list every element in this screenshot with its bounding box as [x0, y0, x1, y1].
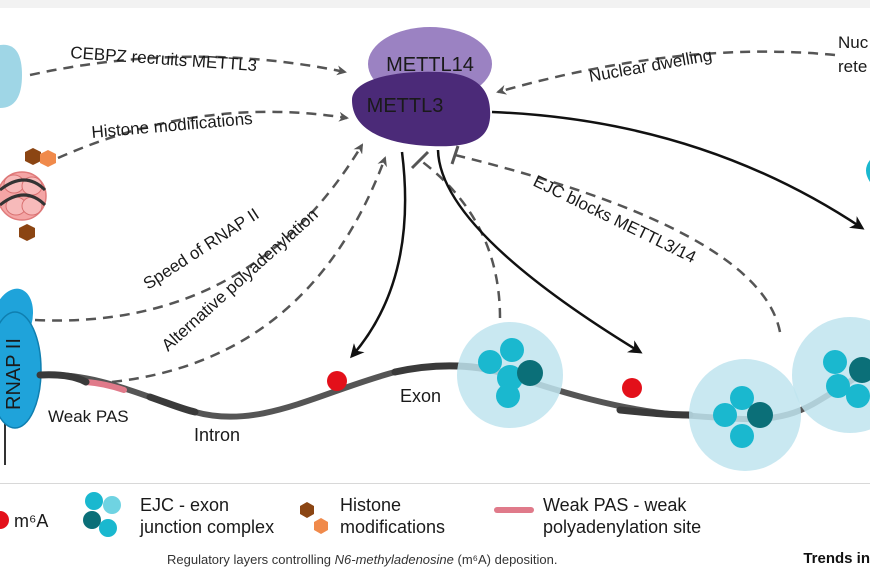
arrow-apa [111, 156, 387, 384]
arrow-deposit-exon [436, 149, 643, 354]
inhibition-ejc-2 [454, 153, 782, 333]
exon-segment [146, 393, 199, 416]
mettl3-protein [352, 71, 491, 147]
nucleosome [0, 171, 47, 221]
cropped-partner-protein [866, 160, 870, 182]
caption: Regulatory layers controlling N6-methyla… [0, 550, 870, 576]
exon-segment [616, 406, 694, 419]
histone-mark-brown-2 [19, 224, 35, 241]
arrow-to-right [491, 110, 865, 230]
ejc-complex [457, 322, 563, 428]
ejc-complex [689, 359, 801, 471]
histone-mark-brown-1 [25, 148, 41, 165]
rnap-label: RNAP II [3, 338, 25, 410]
inhibition-bar [450, 145, 460, 165]
ejc-complex [792, 317, 870, 433]
m6a-legend-dot [0, 511, 9, 529]
ejc-legend-icon [83, 492, 121, 537]
label-weak-pas: Weak PAS [48, 407, 129, 426]
weak-pas-legend-icon [494, 507, 534, 513]
legend-ejc-label: EJC - exon junction complex [140, 495, 275, 537]
arrow-rnap-speed [34, 143, 364, 322]
histone-legend-icon [300, 502, 328, 534]
histone-mark-orange-1 [40, 150, 56, 167]
rnap-ii [0, 288, 42, 465]
mettl3-label: METTL3 [367, 95, 444, 117]
label-histone: Histone modifications [91, 109, 254, 142]
label-intron: Intron [194, 425, 240, 445]
label-ejc-blocks: EJC blocks METTL3/14 [530, 172, 699, 267]
label-nuclear-retention-2: rete [838, 57, 867, 76]
m6a-site [327, 371, 347, 391]
journal-brand: Trends in [803, 550, 870, 567]
exon-segment [36, 371, 90, 386]
arrow-histone [57, 110, 349, 160]
m6a-site [622, 378, 642, 398]
inhibition-bar [410, 150, 430, 170]
label-nuclear-retention-1: Nuc [838, 33, 869, 52]
weak-pas-segment [83, 379, 127, 393]
legend-histone-label: Histone modifications [340, 495, 446, 537]
label-nuclear-dwelling: Nuclear dwelling [587, 46, 713, 86]
legend-m6a-label: m⁶A [14, 511, 49, 531]
cebpz-protein [0, 44, 22, 108]
label-cebpz: CEBPZ recruits METTL3 [70, 43, 258, 75]
legend-weak-pas-label: Weak PAS - weak polyadenylation site [543, 495, 702, 537]
arrow-cebpz [29, 55, 347, 77]
mettl14-label: METTL14 [386, 54, 474, 76]
legend: m⁶A EJC - exon junction complex Histone … [0, 483, 870, 546]
label-exon: Exon [400, 386, 441, 406]
m6a-regulation-diagram: RNAP II [0, 0, 870, 471]
caption-text: Regulatory layers controlling N6-methyla… [167, 552, 558, 567]
arrow-nuclear-dwelling [496, 50, 836, 95]
top-border [0, 0, 870, 8]
arrow-deposit-intron [350, 151, 407, 359]
